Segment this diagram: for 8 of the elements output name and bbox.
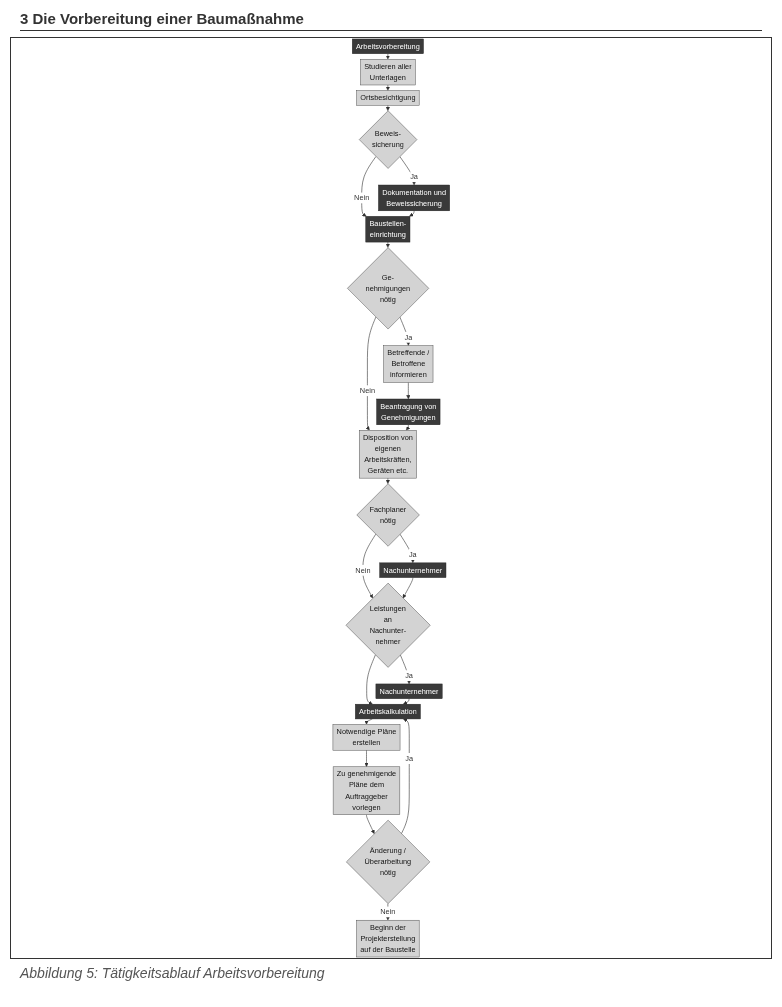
arrow: [408, 210, 415, 217]
arrow: [405, 424, 410, 431]
arrow: [385, 53, 390, 60]
arrow: [385, 241, 390, 248]
page-heading: 3 Die Vorbereitung einer Baumaßnahme: [20, 10, 762, 31]
arrow: [385, 477, 390, 484]
arrow: [385, 84, 390, 91]
figure-caption: Abbildung 5: Tätigkeitsablauf Arbeitsvorbereitung: [20, 965, 326, 981]
